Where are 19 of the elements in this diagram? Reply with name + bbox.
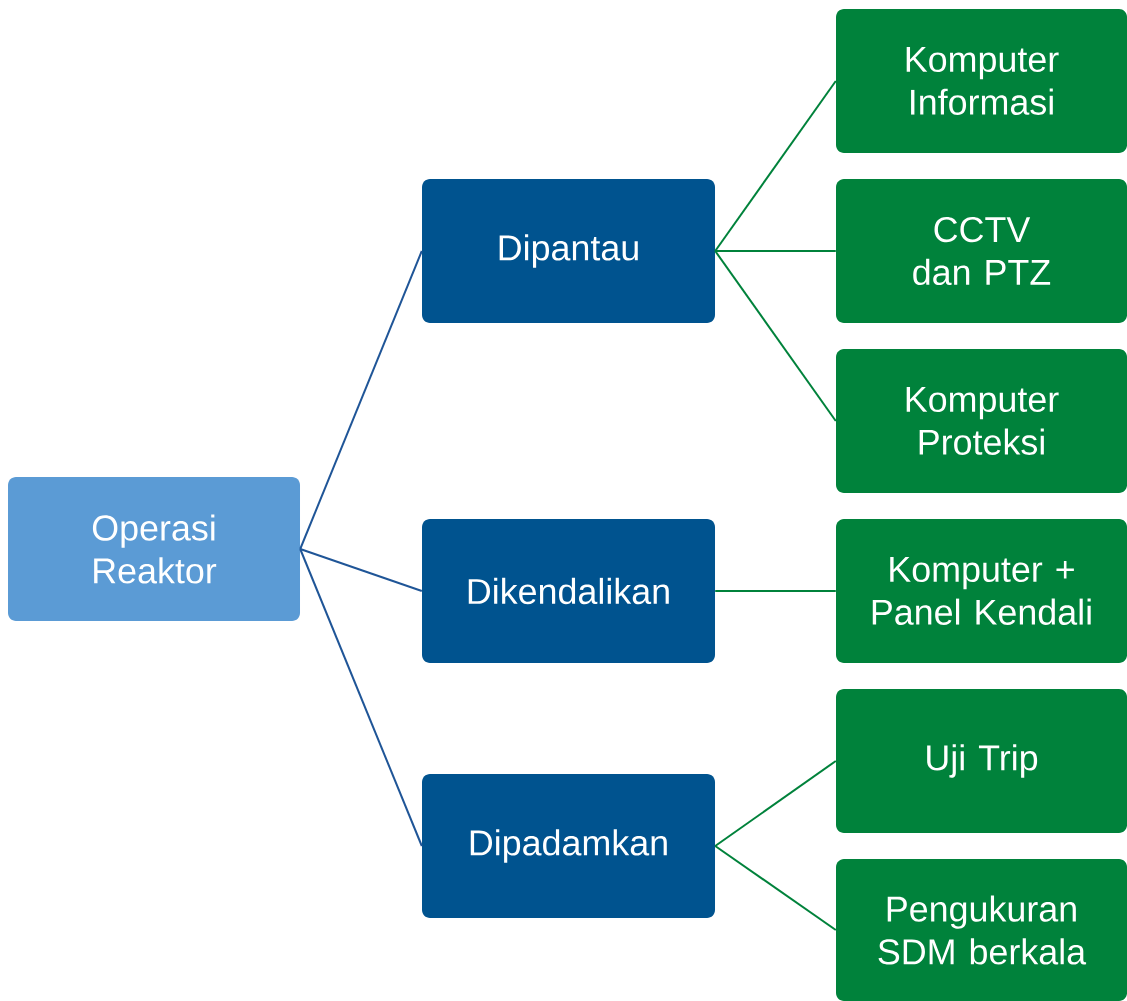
- connector-line: [714, 760, 837, 847]
- connector-line: [299, 548, 423, 592]
- connector-line: [299, 250, 423, 550]
- connector-line: [714, 590, 837, 592]
- item-box: Pengukuran SDM berkala: [836, 859, 1127, 1001]
- item-box: Komputer + Panel Kendali: [836, 519, 1127, 663]
- connector-line: [714, 250, 837, 422]
- connector-line: [714, 250, 837, 252]
- category-box: Dipadamkan: [422, 774, 715, 918]
- item-box: Komputer Proteksi: [836, 349, 1127, 493]
- root-box: Operasi Reaktor: [8, 477, 300, 621]
- connector-line: [714, 845, 837, 931]
- connector-line: [299, 548, 423, 847]
- category-box: Dipantau: [422, 179, 715, 323]
- category-box: Dikendalikan: [422, 519, 715, 663]
- connector-line: [714, 80, 837, 252]
- item-box: Komputer Informasi: [836, 9, 1127, 153]
- item-box: CCTV dan PTZ: [836, 179, 1127, 323]
- item-box: Uji Trip: [836, 689, 1127, 833]
